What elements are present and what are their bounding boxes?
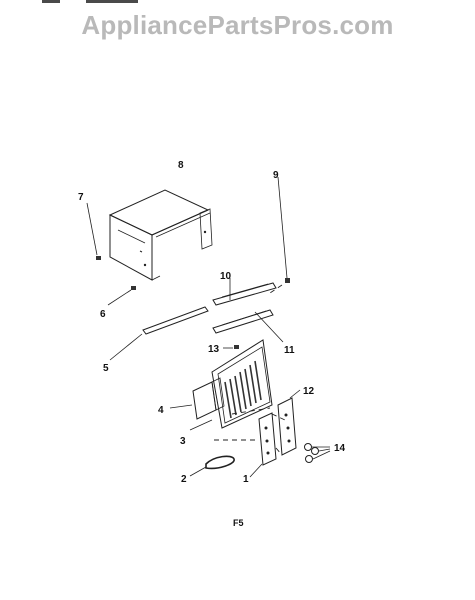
part-4-filter: [169, 377, 225, 420]
callout-6: 6: [100, 309, 106, 320]
callout-14: 14: [334, 443, 346, 454]
part-2-gasket: [189, 455, 235, 477]
callout-2: 2: [181, 474, 187, 485]
watermark: AppliancePartsPros.com: [81, 10, 394, 40]
part-1-control-panel: [249, 412, 277, 478]
callout-5: 5: [103, 363, 109, 374]
part-7-screw: [86, 202, 101, 260]
part-8-cabinet: [108, 189, 213, 281]
page-code: F5: [233, 518, 244, 528]
assembly-guide-lines: [214, 407, 286, 456]
part-9-screw: [269, 176, 290, 294]
callout-7: 7: [78, 192, 84, 203]
callout-12: 12: [303, 386, 315, 397]
callout-4: 4: [158, 405, 164, 416]
callout-10: 10: [220, 271, 232, 282]
top-bar-left: [42, 0, 60, 3]
callout-9: 9: [273, 170, 279, 181]
callout-11: 11: [284, 345, 295, 356]
part-6-screw: [107, 286, 136, 306]
callout-8: 8: [178, 160, 184, 171]
part-10-rail: [212, 278, 277, 306]
part-11-rail: [212, 309, 284, 343]
part-5-rail: [109, 306, 209, 361]
top-bar-right: [86, 0, 138, 3]
callout-3: 3: [180, 436, 186, 447]
part-12-control-plate: [277, 389, 301, 456]
callout-1: 1: [243, 474, 249, 485]
part-14-knobs: [304, 443, 331, 463]
part-13-screw: [223, 345, 239, 349]
callout-13: 13: [208, 344, 220, 355]
